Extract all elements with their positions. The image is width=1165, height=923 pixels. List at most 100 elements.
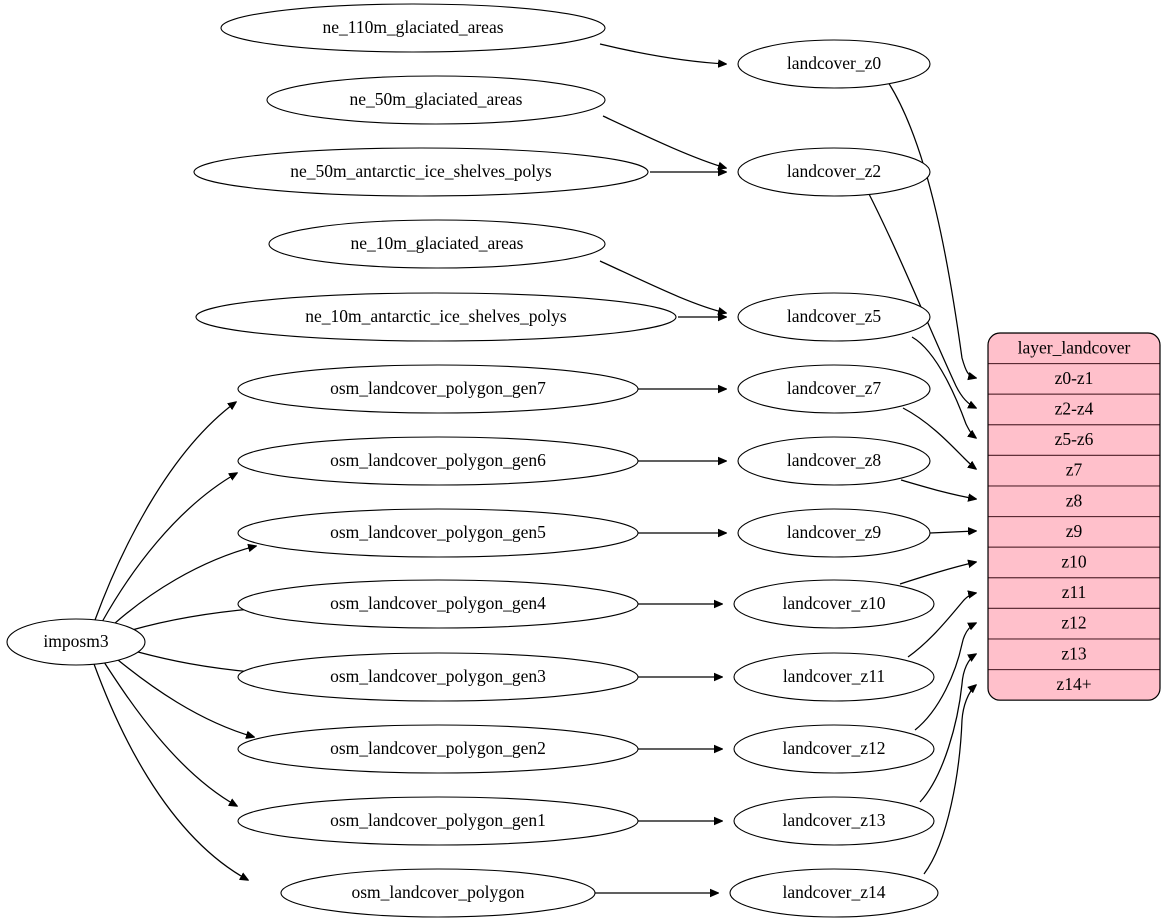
node-shape xyxy=(268,219,606,269)
node-osm-landcover-polygon-gen3[interactable]: osm_landcover_polygon_gen3 xyxy=(237,652,639,702)
edge-landcover-z10-to-z10 xyxy=(899,562,976,585)
node-label: imposm3 xyxy=(43,631,108,651)
table-row-z0-z1[interactable]: z0-z1 xyxy=(988,363,1160,395)
node-osm-landcover-polygon-gen4[interactable]: osm_landcover_polygon_gen4 xyxy=(237,579,639,629)
node-shape xyxy=(737,364,931,414)
node-shape xyxy=(737,436,931,486)
node-osm-landcover-polygon-gen7[interactable]: osm_landcover_polygon_gen7 xyxy=(237,364,639,414)
edge-ne-110m-glaciated-areas-to-landcover-z0 xyxy=(599,43,726,64)
table-row-z9[interactable]: z9 xyxy=(988,516,1160,548)
table-row-z13[interactable]: z13 xyxy=(988,638,1160,671)
table-row-label: z12 xyxy=(1061,613,1086,633)
edge-imposm3-to-osm-landcover-polygon-gen6 xyxy=(101,473,237,623)
node-shape xyxy=(737,292,931,342)
node-shape xyxy=(737,147,931,197)
table-row-z14[interactable]: z14+ xyxy=(988,669,1160,701)
table-row-rect xyxy=(988,577,1160,609)
edge-imposm3-to-osm-landcover-polygon-gen2 xyxy=(117,659,254,737)
edge-landcover-z7-to-z7 xyxy=(902,407,976,469)
node-landcover-z14[interactable]: landcover_z14 xyxy=(729,868,939,918)
table-row-z12[interactable]: z12 xyxy=(988,607,1160,640)
node-osm-landcover-polygon[interactable]: osm_landcover_polygon xyxy=(280,868,596,918)
edge-imposm3-to-osm-landcover-polygon-gen7 xyxy=(94,402,236,621)
table-row-rect xyxy=(988,546,1160,579)
node-landcover-z10[interactable]: landcover_z10 xyxy=(733,579,935,629)
node-shape xyxy=(193,147,649,197)
node-shape xyxy=(195,292,677,342)
edges-layer xyxy=(93,43,976,893)
node-ne-50m-glaciated-areas[interactable]: ne_50m_glaciated_areas xyxy=(266,75,606,125)
node-landcover-z2[interactable]: landcover_z2 xyxy=(737,147,931,197)
table-row-rect xyxy=(988,363,1160,395)
node-shape xyxy=(733,796,935,846)
edge-ne-10m-glaciated-areas-to-landcover-z5 xyxy=(599,260,726,313)
node-label: ne_50m_glaciated_areas xyxy=(350,89,523,109)
node-shape xyxy=(280,868,596,918)
table-row-z7[interactable]: z7 xyxy=(988,454,1160,487)
node-shape xyxy=(733,579,935,629)
node-shape xyxy=(733,652,935,702)
node-label: ne_10m_glaciated_areas xyxy=(351,233,524,253)
node-landcover-z11[interactable]: landcover_z11 xyxy=(733,652,935,702)
node-landcover-z13[interactable]: landcover_z13 xyxy=(733,796,935,846)
table-row-rect xyxy=(988,454,1160,487)
node-shape xyxy=(220,3,606,53)
node-label: landcover_z2 xyxy=(787,161,881,181)
node-landcover-z0[interactable]: landcover_z0 xyxy=(737,39,931,89)
table-row-label: z2-z4 xyxy=(1055,399,1094,419)
node-label: landcover_z9 xyxy=(787,522,882,542)
table-row-z8[interactable]: z8 xyxy=(988,485,1160,518)
table-row-z11[interactable]: z11 xyxy=(988,577,1160,609)
table-row-z2-z4[interactable]: z2-z4 xyxy=(988,393,1160,426)
node-label: landcover_z5 xyxy=(787,306,882,326)
node-shape xyxy=(737,508,931,558)
edge-landcover-z12-to-z12 xyxy=(914,623,976,731)
node-landcover-z5[interactable]: landcover_z5 xyxy=(737,292,931,342)
node-label: landcover_z12 xyxy=(782,738,885,758)
edge-imposm3-to-osm-landcover-polygon-gen3 xyxy=(137,651,262,673)
node-ne-10m-glaciated-areas[interactable]: ne_10m_glaciated_areas xyxy=(268,219,606,269)
node-shape xyxy=(237,436,639,486)
table-row-label: z9 xyxy=(1066,521,1083,541)
table-row-z10[interactable]: z10 xyxy=(988,546,1160,579)
node-label: ne_50m_antarctic_ice_shelves_polys xyxy=(290,161,552,181)
table-row-rect xyxy=(988,516,1160,548)
edge-imposm3-to-osm-landcover-polygon xyxy=(93,663,248,880)
table-row-label: z7 xyxy=(1066,460,1083,480)
node-landcover-z12[interactable]: landcover_z12 xyxy=(733,724,935,774)
node-ne-50m-antarctic-ice-shelves-polys[interactable]: ne_50m_antarctic_ice_shelves_polys xyxy=(193,147,649,197)
node-label: osm_landcover_polygon xyxy=(351,882,524,902)
node-ne-10m-antarctic-ice-shelves-polys[interactable]: ne_10m_antarctic_ice_shelves_polys xyxy=(195,292,677,342)
node-label: osm_landcover_polygon_gen2 xyxy=(330,738,546,758)
edge-imposm3-to-osm-landcover-polygon-gen4 xyxy=(131,608,262,631)
table-header-cell: layer_landcover xyxy=(988,333,1160,365)
node-label: osm_landcover_polygon_gen7 xyxy=(330,378,546,398)
node-landcover-z9[interactable]: landcover_z9 xyxy=(737,508,931,558)
table-row-label: z14+ xyxy=(1056,674,1091,694)
node-osm-landcover-polygon-gen1[interactable]: osm_landcover_polygon_gen1 xyxy=(237,796,639,846)
node-shape xyxy=(237,579,639,629)
table-row-label: z5-z6 xyxy=(1055,429,1094,449)
node-label: ne_110m_glaciated_areas xyxy=(322,17,503,37)
edge-ne-50m-glaciated-areas-to-landcover-z2 xyxy=(602,115,726,168)
node-osm-landcover-polygon-gen5[interactable]: osm_landcover_polygon_gen5 xyxy=(237,508,639,558)
node-label: osm_landcover_polygon_gen1 xyxy=(330,810,546,830)
node-osm-landcover-polygon-gen6[interactable]: osm_landcover_polygon_gen6 xyxy=(237,436,639,486)
node-ne-110m-glaciated-areas[interactable]: ne_110m_glaciated_areas xyxy=(220,3,606,53)
table-header-rect xyxy=(988,333,1160,365)
edge-landcover-z13-to-z13 xyxy=(919,654,976,803)
node-label: landcover_z14 xyxy=(782,882,885,902)
node-label: landcover_z10 xyxy=(782,593,885,613)
node-imposm3[interactable]: imposm3 xyxy=(6,618,146,666)
node-shape xyxy=(237,724,639,774)
table-row-z5-z6[interactable]: z5-z6 xyxy=(988,424,1160,456)
node-osm-landcover-polygon-gen2[interactable]: osm_landcover_polygon_gen2 xyxy=(237,724,639,774)
table-row-label: z10 xyxy=(1061,552,1087,572)
node-label: landcover_z11 xyxy=(783,666,885,686)
node-landcover-z7[interactable]: landcover_z7 xyxy=(737,364,931,414)
node-landcover-z8[interactable]: landcover_z8 xyxy=(737,436,931,486)
